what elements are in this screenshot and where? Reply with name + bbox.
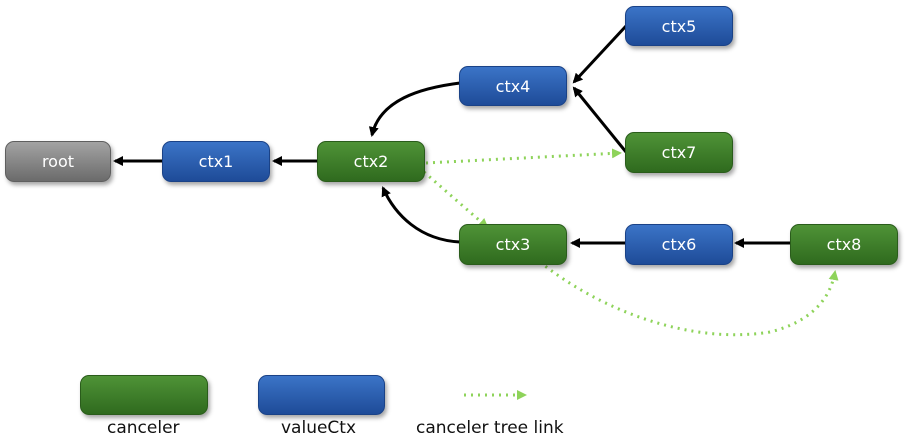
legend-canceler-swatch: [80, 375, 208, 415]
node-root-label: root: [41, 152, 75, 171]
node-ctx5: ctx5: [625, 6, 733, 46]
legend-valuectx-swatch: [258, 375, 385, 415]
legend-canceler-label: canceler: [107, 418, 180, 438]
legend-valuectx-label: valueCtx: [281, 418, 357, 438]
node-ctx8-label: ctx8: [826, 235, 862, 254]
legend-tree-link-label: canceler tree link: [416, 418, 564, 438]
node-ctx2: ctx2: [317, 141, 425, 182]
edge-ctx4-to-ctx2: [368, 81, 461, 137]
node-ctx5-label: ctx5: [661, 16, 697, 36]
node-ctx8: ctx8: [790, 224, 898, 265]
tree-link-ctx2-to-ctx3: [423, 170, 489, 229]
tree-link-ctx2-to-ctx7: [425, 148, 622, 165]
node-ctx1: ctx1: [162, 141, 270, 182]
node-ctx3-label: ctx3: [495, 235, 531, 254]
edge-ctx3-to-ctx2: [381, 186, 461, 244]
node-root: root: [5, 141, 111, 182]
node-ctx2-label: ctx2: [353, 152, 389, 171]
tree-link-ctx3-to-ctx8: [539, 260, 839, 337]
node-ctx7: ctx7: [625, 132, 733, 173]
node-ctx6: ctx6: [625, 224, 733, 265]
edge-ctx5-to-ctx4: [572, 24, 628, 84]
node-ctx3: ctx3: [459, 224, 567, 265]
node-ctx4-label: ctx4: [495, 76, 531, 96]
node-ctx7-label: ctx7: [661, 143, 697, 162]
node-ctx4: ctx4: [459, 66, 567, 106]
edge-ctx7-to-ctx4: [572, 86, 628, 153]
node-ctx1-label: ctx1: [198, 152, 234, 171]
node-ctx6-label: ctx6: [661, 235, 697, 254]
